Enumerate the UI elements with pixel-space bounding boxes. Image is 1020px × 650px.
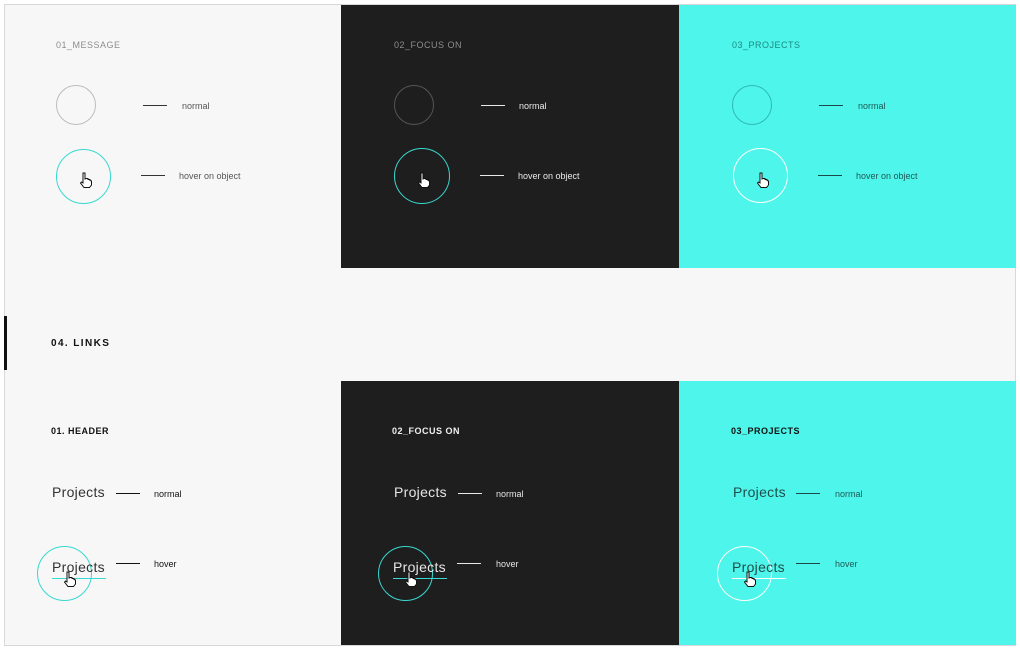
projects-button-hover[interactable]	[733, 148, 788, 203]
projects-button-normal[interactable]	[732, 85, 772, 125]
state-label-normal: normal	[154, 489, 182, 499]
focus-button-hover[interactable]	[394, 148, 450, 204]
projects-link-normal[interactable]: Projects	[733, 484, 786, 500]
section-marker	[4, 316, 7, 370]
state-label-hover: hover	[154, 559, 177, 569]
state-label-hover: hover	[835, 559, 858, 569]
projects-link-hover[interactable]: Projects	[732, 559, 785, 575]
panel-title: 02_FOCUS ON	[394, 40, 463, 50]
projects-link-normal[interactable]: Projects	[52, 484, 105, 500]
panel-focus-on	[341, 5, 679, 268]
state-label-normal: normal	[182, 101, 210, 111]
panel-title: 02_FOCUS ON	[392, 426, 461, 436]
state-label-normal: normal	[496, 489, 524, 499]
projects-link-normal[interactable]: Projects	[394, 484, 447, 500]
annotation-line	[819, 105, 843, 106]
panel-message	[5, 5, 341, 268]
hand-pointer-icon	[756, 172, 769, 188]
state-label-normal: normal	[519, 101, 547, 111]
message-button-hover[interactable]	[56, 149, 111, 204]
panel-projects-links	[679, 381, 1016, 645]
hand-pointer-icon	[79, 172, 92, 188]
state-label-hover: hover	[496, 559, 519, 569]
annotation-line	[116, 493, 140, 494]
link-underline	[732, 578, 786, 579]
annotation-line	[457, 563, 481, 564]
hover-halo	[717, 546, 772, 601]
hand-pointer-icon	[63, 571, 76, 587]
panel-title: 01_MESSAGE	[56, 40, 121, 50]
panel-title: 01. HEADER	[51, 426, 110, 436]
hand-pointer-icon	[743, 571, 756, 587]
message-button-normal[interactable]	[56, 85, 96, 125]
link-underline	[393, 578, 447, 579]
annotation-line	[116, 563, 140, 564]
panel-title: 03_PROJECTS	[732, 40, 801, 50]
hand-pointer-icon	[417, 172, 430, 188]
state-label-normal: normal	[835, 489, 863, 499]
annotation-line	[480, 175, 504, 176]
annotation-line	[818, 175, 842, 176]
projects-link-hover[interactable]: Projects	[393, 559, 446, 575]
annotation-line	[458, 493, 482, 494]
projects-link-hover[interactable]: Projects	[52, 559, 105, 575]
annotation-line	[141, 175, 165, 176]
annotation-line	[481, 105, 505, 106]
panel-header-links	[5, 381, 341, 645]
hover-halo	[37, 546, 92, 601]
panel-focus-links	[341, 381, 679, 645]
state-label-normal: normal	[858, 101, 886, 111]
annotation-line	[796, 493, 820, 494]
section-title: 04. LINKS	[51, 338, 111, 349]
annotation-line	[143, 105, 167, 106]
hover-halo	[378, 546, 433, 601]
state-label-hover: hover on object	[856, 171, 918, 181]
focus-button-normal[interactable]	[394, 85, 434, 125]
panel-title: 03_PROJECTS	[731, 426, 801, 436]
link-underline	[52, 578, 106, 579]
hand-pointer-icon	[404, 571, 417, 587]
panel-projects	[679, 5, 1016, 268]
state-label-hover: hover on object	[179, 171, 241, 181]
annotation-line	[796, 563, 820, 564]
state-label-hover: hover on object	[518, 171, 580, 181]
